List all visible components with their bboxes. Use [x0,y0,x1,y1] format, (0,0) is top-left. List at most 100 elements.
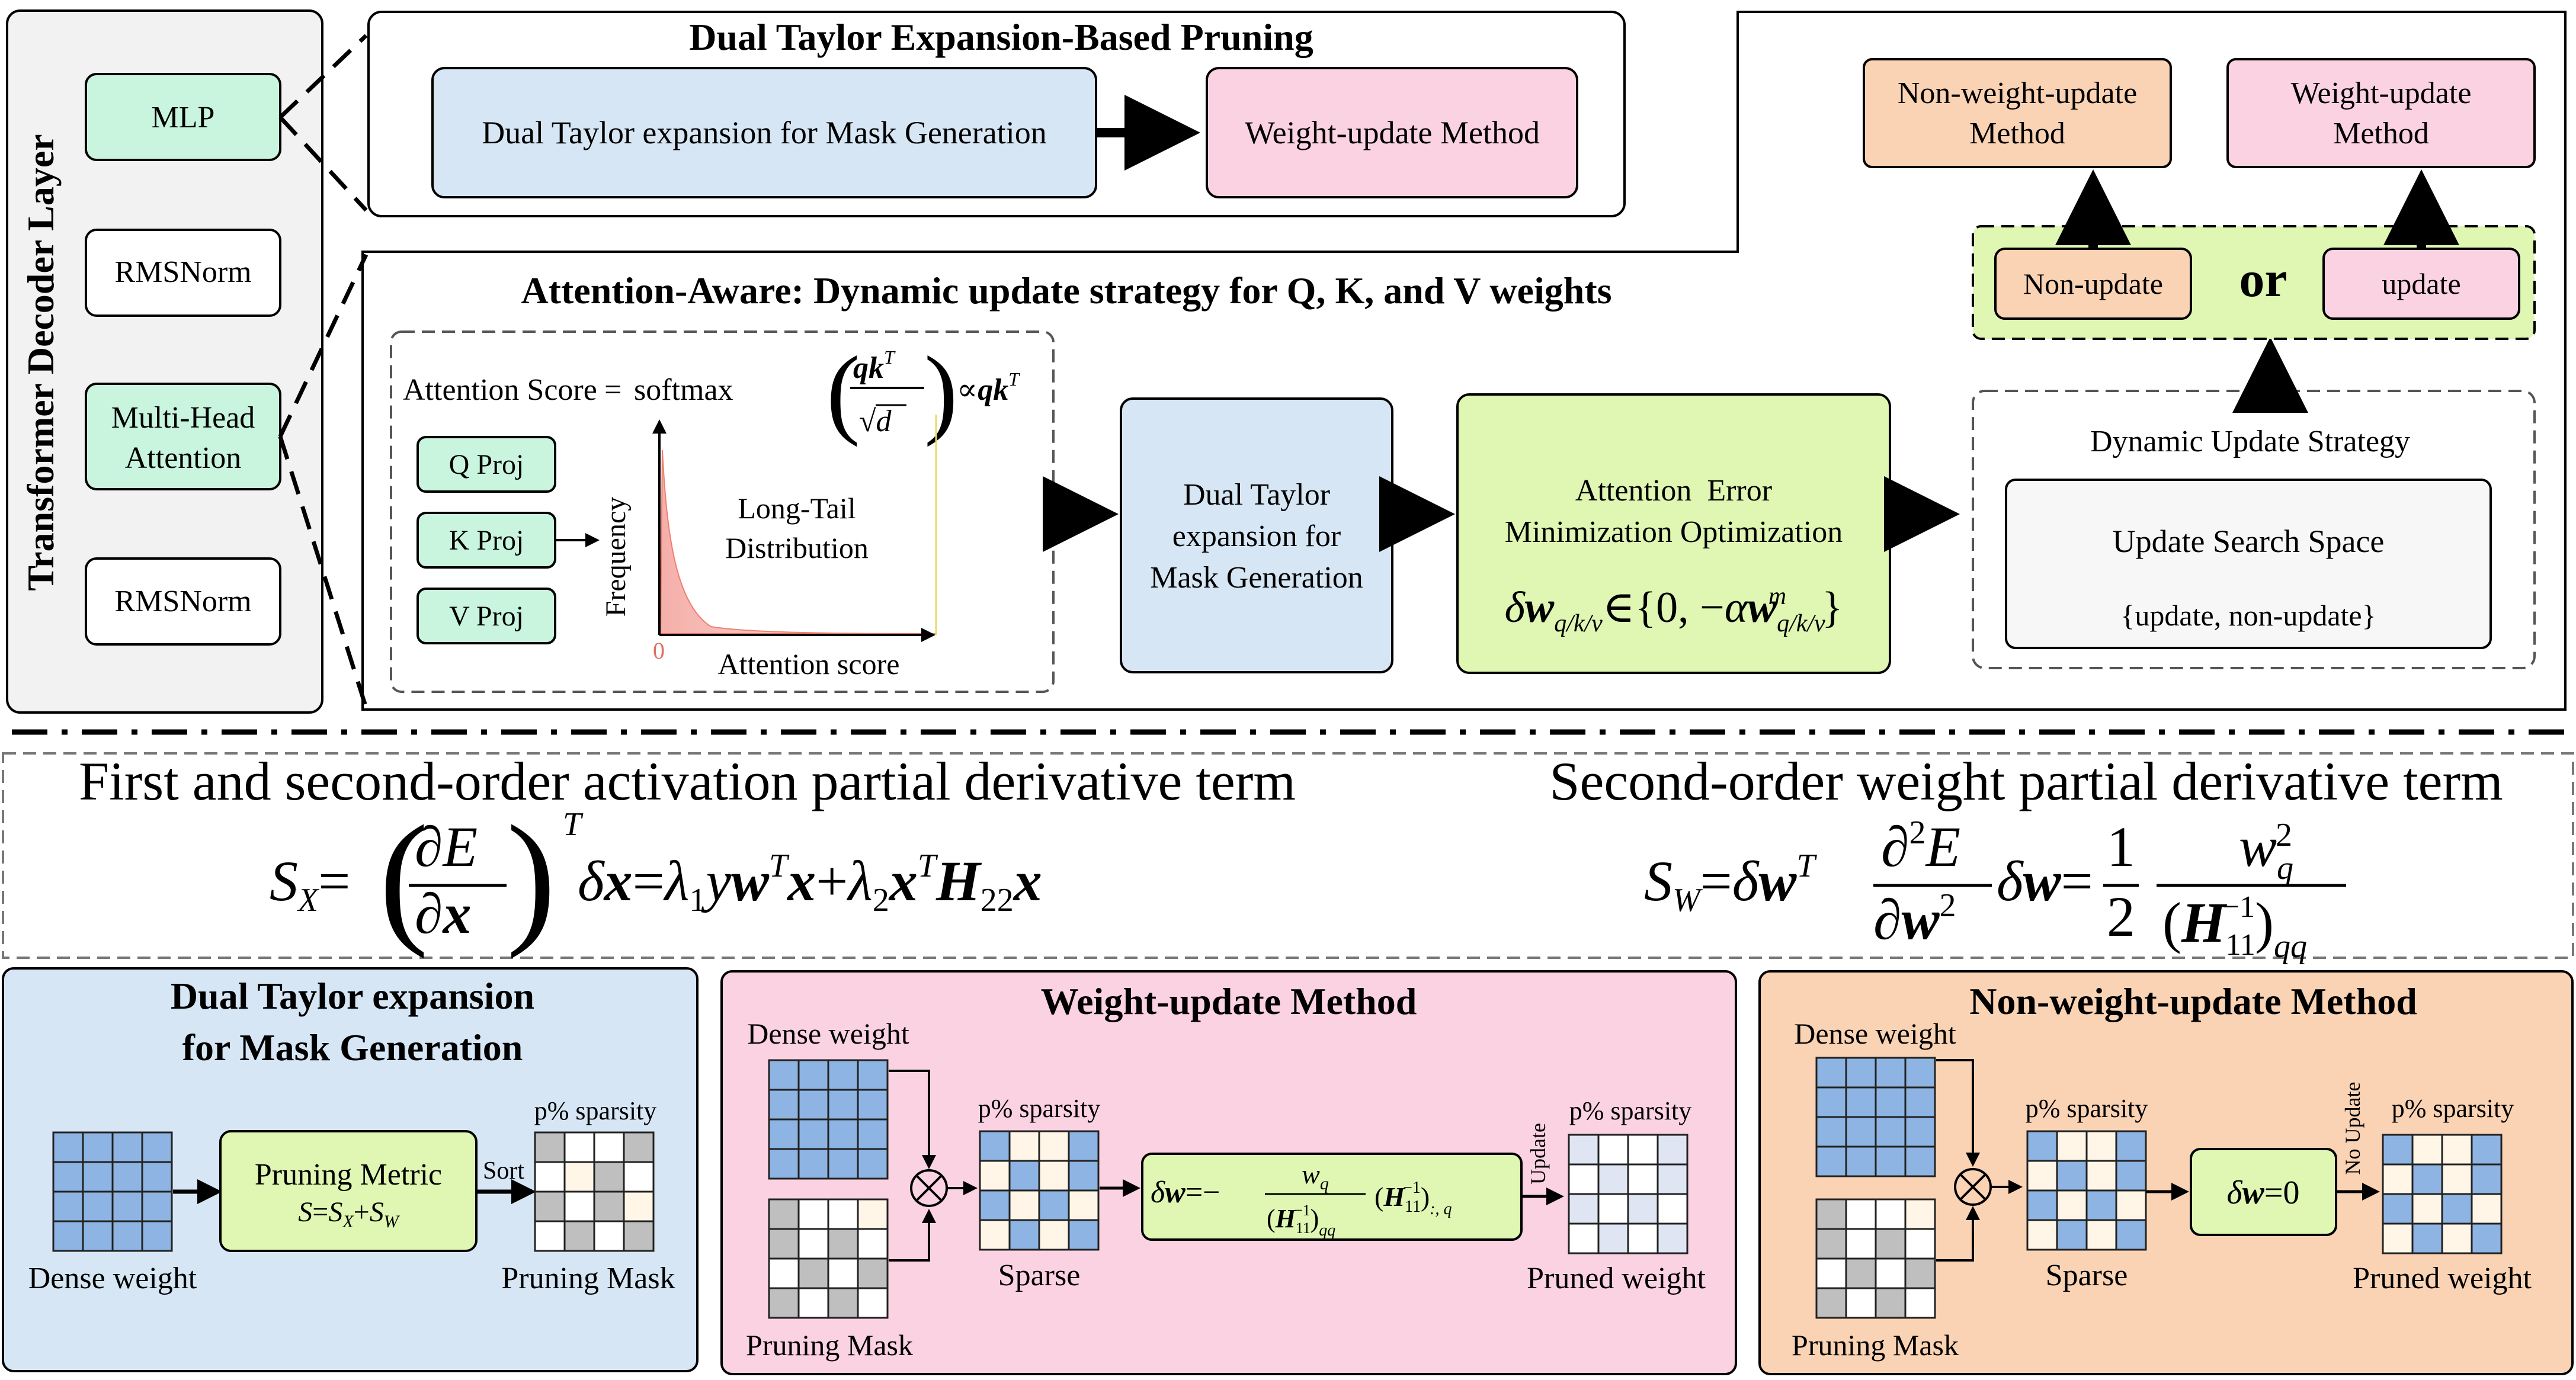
softmax-paren-right: ) [924,336,958,447]
bm-pruning-mask-grid [768,1198,889,1319]
left-panel-title: Transformer Decoder Layer [20,134,62,590]
matrix-cell [1815,1198,1847,1230]
sw-wq2: wq2 [2239,815,2293,887]
wu-method-box [2226,58,2536,168]
bm-title: Weight-update Method [1041,980,1417,1022]
matrix-cell [1597,1222,1629,1254]
matrix-cell [857,1287,889,1319]
matrix-cell [797,1059,829,1091]
matrix-cell [827,1287,859,1319]
matrix-cell [1815,1057,1847,1089]
bl-mask-label: Pruning Mask [501,1262,675,1295]
matrix-cell [534,1131,566,1163]
matrix-cell [52,1161,84,1193]
br-sparse-grid [2026,1130,2147,1251]
matrix-cell [827,1148,859,1180]
rmsnorm-block-1 [85,229,281,317]
matrix-cell [141,1161,173,1193]
matrix-cell [797,1089,829,1121]
matrix-cell [827,1228,859,1260]
matrix-cell [1845,1257,1877,1289]
matrix-cell [2382,1134,2414,1166]
matrix-cell [1904,1198,1936,1230]
dual-taylor-line-2: expansion for [1172,519,1341,553]
top-box-title: Dual Taylor Expansion-Based Pruning [689,16,1313,58]
uss-set: {update, non-update} [2120,599,2376,632]
matrix-cell [1568,1134,1600,1166]
sx-paren-right: ) [507,795,556,959]
matrix-cell [857,1089,889,1121]
proportional-qk: ∝qkT [957,368,1020,407]
matrix-cell [563,1161,595,1193]
matrix-cell [2441,1193,2473,1225]
matrix-cell [111,1220,143,1252]
matrix-cell [2056,1219,2088,1251]
attention-title: Attention-Aware: Dynamic update strategy… [521,269,1611,312]
matrix-cell [1815,1287,1847,1319]
matrix-cell [563,1220,595,1252]
matrix-cell [2026,1130,2058,1162]
matrix-cell [1875,1086,1907,1118]
matrix-cell [52,1190,84,1222]
or-label: or [2239,251,2287,307]
bm-update-label: Update [1526,1123,1550,1185]
matrix-cell [593,1131,625,1163]
matrix-cell [1038,1160,1070,1192]
matrix-cell [2115,1219,2147,1251]
mlp-label: MLP [152,101,215,134]
matrix-cell [1845,1116,1877,1148]
matrix-cell [857,1257,889,1289]
plot-y-label: Frequency [600,497,632,617]
matrix-cell [52,1131,84,1163]
sw-mid: δw= [1997,849,2093,913]
matrix-cell [1038,1189,1070,1221]
bl-dense-weight-grid [52,1131,173,1252]
outer-frame [361,11,2567,711]
br-pruned-label: Pruned weight [2353,1262,2532,1295]
matrix-cell [797,1118,829,1150]
matrix-cell [1904,1086,1936,1118]
top-weight-update-box [1206,67,1578,198]
matrix-cell [2026,1160,2058,1192]
bm-sparse-grid [979,1130,1100,1251]
bm-connector-bottom [889,1209,936,1262]
matrix-cell [1875,1116,1907,1148]
matrix-cell [797,1228,829,1260]
matrix-cell [1875,1257,1907,1289]
matrix-cell [1657,1134,1689,1166]
matrix-cell [2115,1160,2147,1192]
long-tail-curve [659,450,937,634]
matrix-cell [1815,1228,1847,1260]
softmax-paren-left: ( [826,336,860,447]
matrix-cell [2441,1163,2473,1195]
br-pruned-weight-grid [2382,1134,2503,1254]
matrix-cell [1657,1193,1689,1225]
matrix-cell [623,1161,655,1193]
nwu-method-line-1: Non-weight-update [1898,76,2137,110]
matrix-cell [141,1190,173,1222]
br-mask-label: Pruning Mask [1792,1328,1959,1362]
matrix-cell [534,1161,566,1193]
matrix-cell [1875,1287,1907,1319]
matrix-cell [979,1130,1011,1162]
matrix-cell [2411,1222,2443,1254]
matrix-cell [2085,1219,2117,1251]
matrix-cell [827,1089,859,1121]
matrix-cell [1068,1160,1100,1192]
matrix-cell [2382,1193,2414,1225]
br-connector-bottom [1936,1206,1980,1262]
sw-half-den: 2 [2107,885,2135,948]
sx-dx: ∂x [415,882,471,945]
sx-formula-lhs: SX= [270,849,350,919]
bm-dense-weight-grid [768,1059,889,1180]
matrix-cell [111,1161,143,1193]
br-pruning-mask-grid [1815,1198,1936,1319]
v-proj-label: V Proj [449,601,524,632]
matrix-cell [563,1190,595,1222]
br-sparsity-label-2: p% sparsity [2392,1094,2514,1123]
matrix-cell [2411,1134,2443,1166]
sx-T: T [563,806,584,843]
bl-sparsity-label: p% sparsity [534,1096,657,1125]
matrix-cell [768,1228,800,1260]
